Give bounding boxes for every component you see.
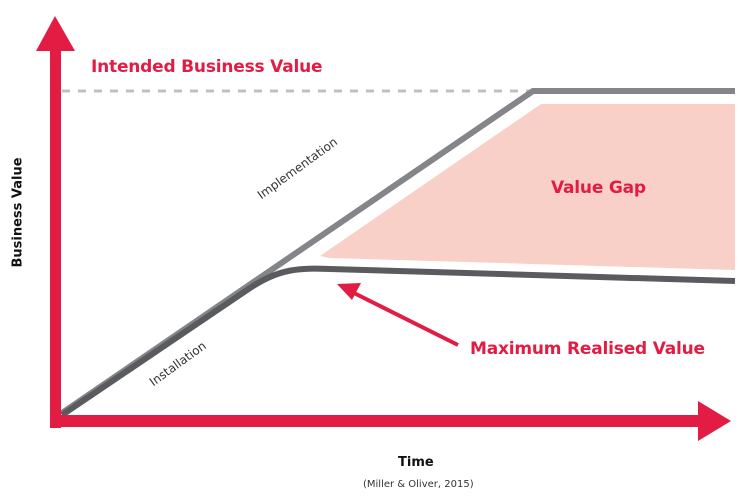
source-citation: (Miller & Oliver, 2015) [363, 479, 474, 490]
y-axis-label: Business Value [10, 157, 26, 268]
max-value-pointer-line [349, 289, 459, 347]
value-gap-region [320, 104, 735, 270]
x-axis-arrowhead-icon [698, 401, 731, 441]
x-axis [50, 415, 700, 427]
y-axis-arrowhead-icon [36, 16, 75, 51]
max-value-pointer-arrowhead-icon [337, 283, 361, 300]
installation-line [60, 265, 736, 418]
max-realised-value-label: Maximum Realised Value [470, 339, 705, 359]
intended-value-label: Intended Business Value [91, 57, 323, 77]
value-gap-label: Value Gap [551, 178, 646, 198]
y-axis [50, 48, 61, 428]
x-axis-label: Time [398, 455, 434, 470]
